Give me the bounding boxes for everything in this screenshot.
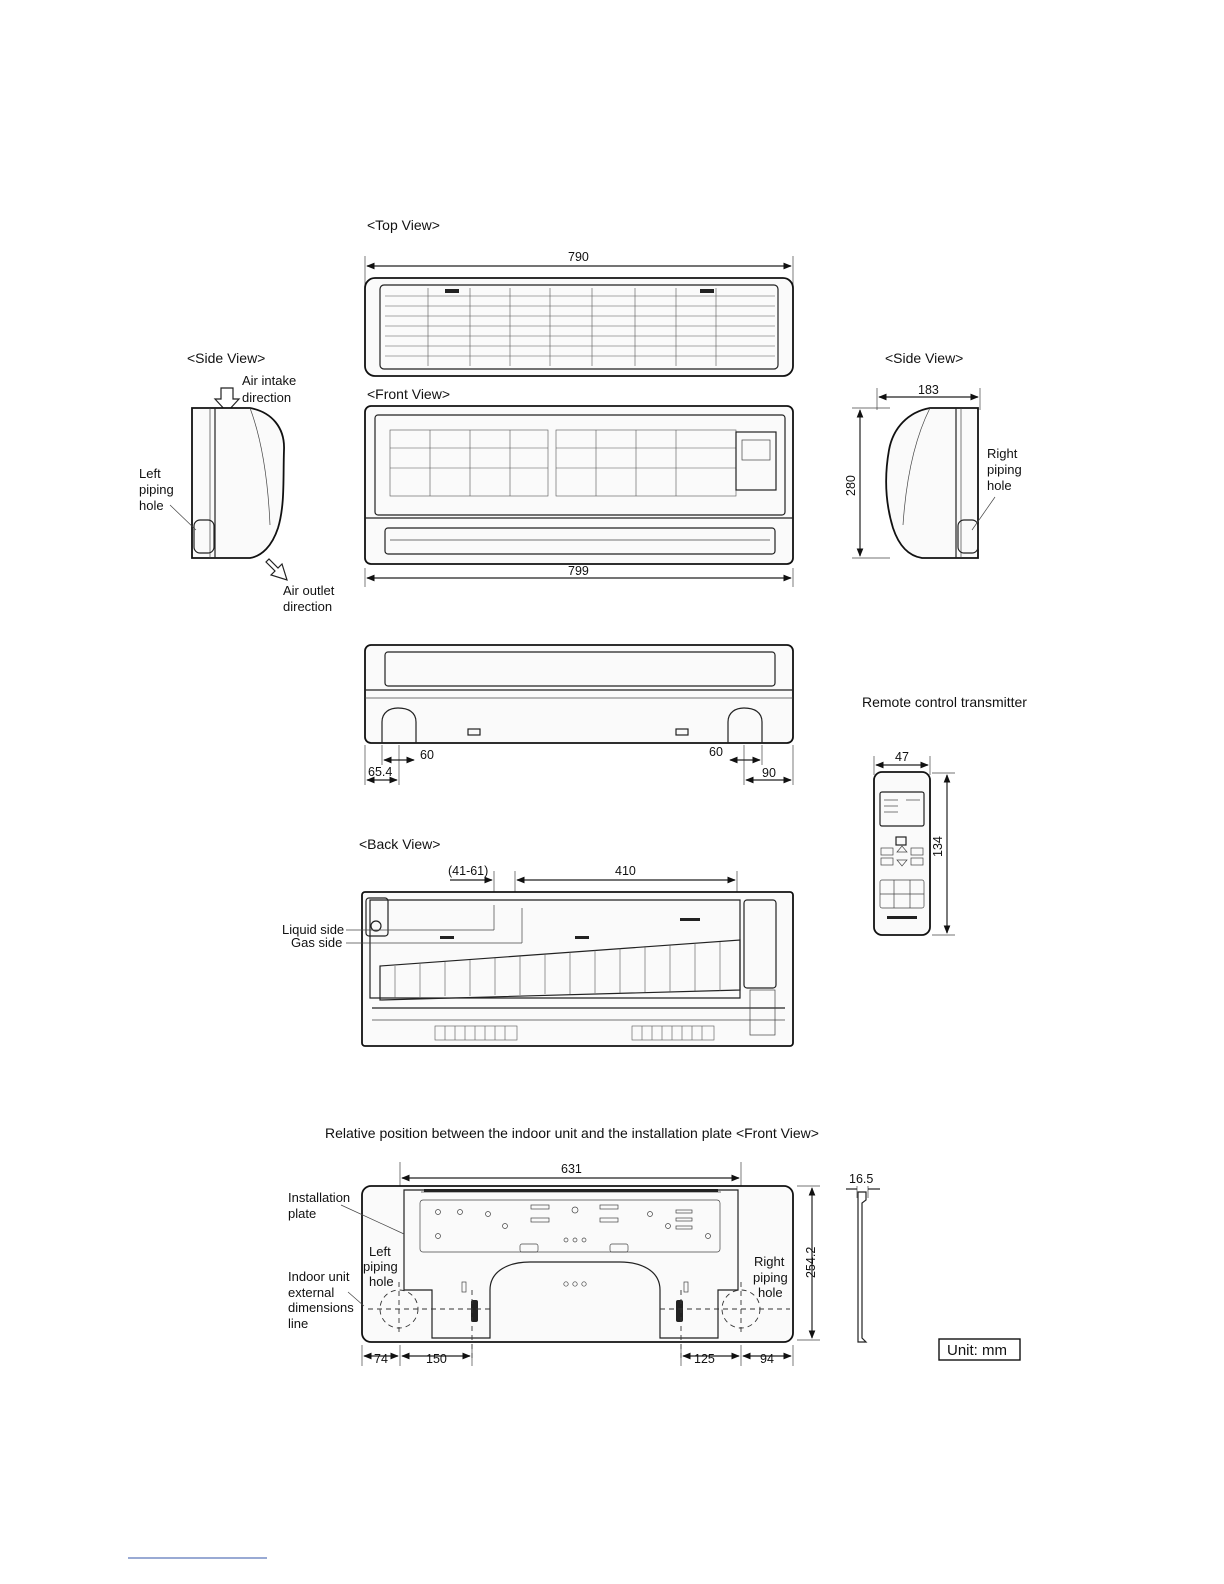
installation-plate-label-1: Installation bbox=[288, 1190, 350, 1205]
gas-side-label: Gas side bbox=[291, 935, 342, 950]
right-piping-hole-shape bbox=[957, 519, 979, 554]
remote-button-top bbox=[895, 836, 907, 846]
installation-plate-shape bbox=[403, 1189, 739, 1339]
right-piping-label-3: hole bbox=[987, 478, 1012, 493]
plate-right-piping-label-1: Right bbox=[754, 1254, 785, 1269]
indoor-unit-outline bbox=[361, 1185, 794, 1343]
air-intake-label-1: Air intake bbox=[242, 373, 296, 388]
plate-right-hole-value: 125 bbox=[694, 1352, 715, 1366]
remote-control-title: Remote control transmitter bbox=[862, 694, 1027, 710]
plate-right-piping-label-2: piping bbox=[753, 1270, 788, 1285]
right-piping-label-1: Right bbox=[987, 446, 1018, 461]
liquid-side-label: Liquid side bbox=[282, 922, 344, 937]
plate-width-value: 631 bbox=[561, 1162, 582, 1176]
plate-side-profile bbox=[857, 1191, 868, 1343]
front-view-body bbox=[364, 405, 794, 565]
left-side-view: <Side View> Air intake direction Left pi… bbox=[139, 350, 335, 614]
side-height-value: 280 bbox=[844, 475, 858, 496]
bottom-right-offset-value: 90 bbox=[762, 766, 776, 780]
top-view: <Top View> 790 bbox=[364, 217, 794, 377]
remote-control-view: Remote control transmitter 47 134 bbox=[862, 694, 1027, 936]
installation-plate-label-2: plate bbox=[288, 1206, 316, 1221]
air-intake-label-2: direction bbox=[242, 390, 291, 405]
plate-left-hole-value: 150 bbox=[426, 1352, 447, 1366]
bottom-view-body bbox=[364, 644, 794, 744]
control-box bbox=[735, 431, 777, 491]
air-intake-arrow-icon bbox=[213, 387, 241, 413]
bottom-right-hole-value: 60 bbox=[709, 745, 723, 759]
right-side-view-title: <Side View> bbox=[885, 350, 963, 366]
indoor-unit-line-label-2: external bbox=[288, 1285, 334, 1300]
bottom-view: 60 65.4 60 90 bbox=[364, 644, 794, 785]
installation-plate-view: Relative position between the indoor uni… bbox=[288, 1125, 1021, 1366]
plate-left-edge-value: 74 bbox=[374, 1352, 388, 1366]
bottom-left-piping-notch bbox=[381, 707, 417, 743]
plate-thickness-value: 16.5 bbox=[849, 1172, 873, 1186]
indoor-unit-line-label-1: Indoor unit bbox=[288, 1269, 350, 1284]
remote-button-grid bbox=[879, 845, 925, 909]
top-view-grille bbox=[385, 288, 775, 366]
front-view-filter-grid bbox=[389, 429, 737, 497]
front-view-title: <Front View> bbox=[367, 386, 450, 402]
back-view-lower-vents bbox=[434, 1025, 715, 1041]
back-view-pipe-bracket bbox=[365, 897, 389, 937]
remote-width-value: 47 bbox=[895, 750, 909, 764]
air-outlet-label-2: direction bbox=[283, 599, 332, 614]
right-side-body bbox=[885, 407, 979, 559]
back-pipe-range-value: (41-61) bbox=[448, 864, 488, 878]
air-outlet-arrow-icon bbox=[265, 558, 288, 581]
plate-right-edge-value: 94 bbox=[760, 1352, 774, 1366]
left-piping-hole-shape bbox=[193, 519, 215, 554]
side-depth-value: 183 bbox=[918, 383, 939, 397]
plate-left-piping-label-3: hole bbox=[369, 1274, 394, 1289]
top-view-body bbox=[364, 277, 794, 377]
remote-lcd-screen bbox=[879, 791, 925, 827]
bottom-left-hole-value: 60 bbox=[420, 748, 434, 762]
unit-label: Unit: mm bbox=[947, 1342, 1007, 1359]
plate-right-slot bbox=[676, 1300, 683, 1322]
right-side-view: <Side View> 183 280 Right piping hole bbox=[844, 350, 1022, 559]
plate-left-piping-label-2: piping bbox=[363, 1259, 398, 1274]
plate-height-value: 254.2 bbox=[804, 1247, 818, 1278]
top-width-value: 790 bbox=[568, 250, 589, 264]
plate-left-slot bbox=[471, 1300, 478, 1322]
front-view-louver bbox=[384, 527, 776, 555]
left-piping-label-2: piping bbox=[139, 482, 174, 497]
right-piping-label-2: piping bbox=[987, 462, 1022, 477]
left-piping-label-3: hole bbox=[139, 498, 164, 513]
unit-box bbox=[938, 1338, 1021, 1361]
top-view-title: <Top View> bbox=[367, 217, 440, 233]
front-width-value: 799 bbox=[568, 564, 589, 578]
plate-left-piping-label-1: Left bbox=[369, 1244, 391, 1259]
bottom-right-piping-notch bbox=[727, 707, 763, 743]
plate-right-piping-label-3: hole bbox=[758, 1285, 783, 1300]
front-view: <Front View> 799 bbox=[364, 386, 794, 587]
back-view-title: <Back View> bbox=[359, 836, 440, 852]
left-side-view-title: <Side View> bbox=[187, 350, 265, 366]
bottom-left-offset-value: 65.4 bbox=[368, 765, 392, 779]
installation-plate-holes bbox=[435, 1204, 711, 1293]
back-view-side-grille bbox=[749, 989, 776, 1036]
back-view-body bbox=[361, 891, 794, 1047]
air-outlet-label-1: Air outlet bbox=[283, 583, 335, 598]
relative-position-title: Relative position between the indoor uni… bbox=[325, 1125, 819, 1141]
indoor-unit-line-label-3: dimensions bbox=[288, 1300, 354, 1315]
back-pipe-span-value: 410 bbox=[615, 864, 636, 878]
remote-height-value: 134 bbox=[931, 836, 945, 857]
back-view: <Back View> (41-61) 410 bbox=[282, 836, 794, 1047]
remote-control-body bbox=[873, 771, 931, 936]
left-side-body bbox=[191, 407, 285, 559]
left-piping-label-1: Left bbox=[139, 466, 161, 481]
indoor-unit-line-label-4: line bbox=[288, 1316, 308, 1331]
